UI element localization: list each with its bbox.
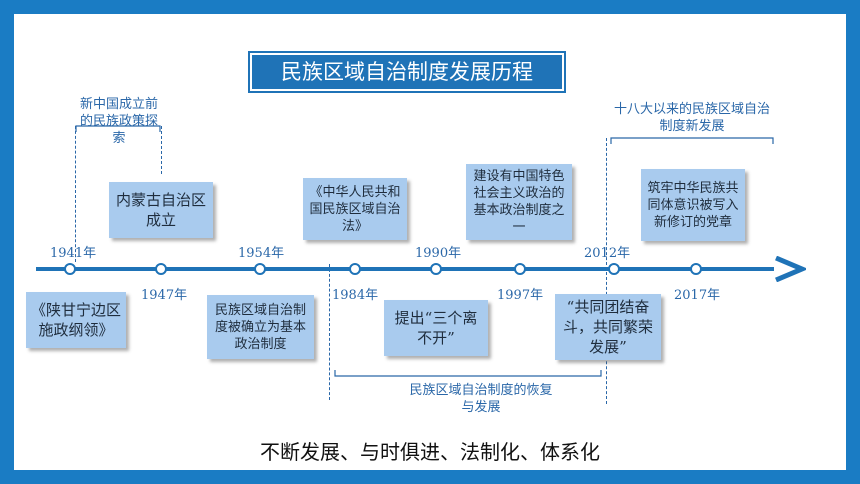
- year-1984: 1984年: [332, 288, 379, 303]
- year-2012: 2012年: [584, 246, 631, 261]
- node-1941: [64, 263, 76, 275]
- node-1997: [514, 263, 526, 275]
- bracket-new-era: [610, 137, 774, 144]
- card-three-inseparable: 提出“三个离不开”: [384, 300, 488, 356]
- summary-footer: 不断发展、与时俱进、法制化、体系化: [260, 440, 600, 464]
- timeline-axis: [36, 267, 774, 271]
- node-1947: [155, 263, 167, 275]
- card-autonomy-law: 《中华人民共和国民族区域自治法》: [303, 178, 407, 240]
- year-1990: 1990年: [415, 246, 462, 261]
- node-1954: [254, 263, 266, 275]
- dash-1941: [75, 126, 76, 262]
- year-1997: 1997年: [497, 288, 544, 303]
- card-unity: “共同团结奋斗，共同繁荣发展”: [555, 294, 661, 360]
- note-new-era: 十八大以来的民族区域自治制度新发展: [613, 102, 770, 134]
- bracket-recovery: [334, 370, 602, 377]
- page-title: 民族区域自治制度发展历程: [250, 53, 564, 91]
- node-2017: [690, 263, 702, 275]
- card-basic-system: 建设有中国特色社会主义政治的基本政治制度之一: [466, 164, 572, 240]
- timeline-arrowhead: [775, 256, 806, 282]
- dash-2012: [606, 138, 607, 404]
- year-1947: 1947年: [141, 288, 188, 303]
- node-1990: [430, 263, 442, 275]
- card-shaanganning: 《陕甘宁边区施政纲领》: [26, 292, 126, 348]
- slide-canvas: 民族区域自治制度发展历程 新中国成立前的民族政策探索 十八大以来的民族区域自治制…: [14, 14, 846, 470]
- card-party-constitution: 筑牢中华民族共同体意识被写入新修订的党章: [641, 169, 745, 241]
- year-1954: 1954年: [238, 246, 285, 261]
- year-1941: 1941年: [50, 246, 97, 261]
- note-recovery: 民族区域自治制度的恢复与发展: [409, 383, 553, 415]
- year-2017: 2017年: [674, 288, 721, 303]
- note-pre-founding: 新中国成立前的民族政策探索: [79, 97, 158, 146]
- card-neimenggu: 内蒙古自治区成立: [109, 182, 213, 238]
- dash-1947: [161, 126, 162, 174]
- node-1984: [349, 263, 361, 275]
- card-established: 民族区域自治制度被确立为基本政治制度: [207, 295, 314, 359]
- node-2012: [608, 263, 620, 275]
- dash-1984: [329, 264, 330, 400]
